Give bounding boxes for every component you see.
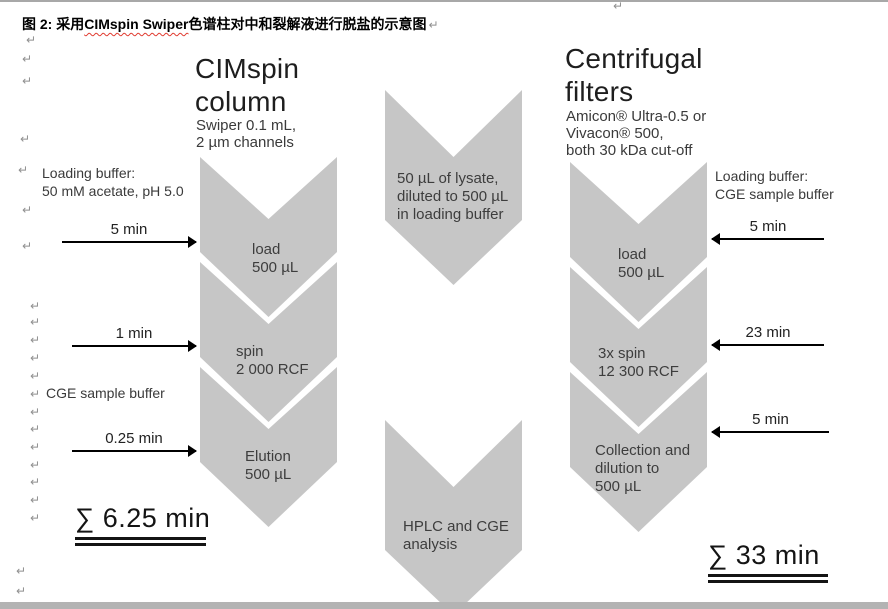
total-time-centrifugal: ∑ 33 min: [708, 540, 828, 583]
loading-buffer-note-left: Loading buffer: 50 mM acetate, pH 5.0: [42, 165, 184, 199]
chevron-centrifugal-load: load 500 µL: [570, 162, 707, 322]
paragraph-mark: ↵: [18, 163, 29, 177]
paragraph-mark: ↵: [16, 564, 27, 578]
paragraph-mark: ↵: [26, 33, 37, 47]
total-time-cimspin: ∑ 6.25 min: [75, 503, 211, 546]
step-label: Collection and dilution to 500 µL: [595, 442, 691, 495]
time-label: 5 min: [749, 218, 787, 235]
paragraph-mark: ↵: [428, 18, 439, 32]
paragraph-mark: ↵: [30, 351, 41, 365]
chevron-shape: [200, 367, 337, 527]
cimspin-subheading: Swiper 0.1 mL, 2 µm channels: [196, 117, 297, 151]
loading-buffer-note-right: Loading buffer: CGE sample buffer: [715, 168, 834, 202]
arrow-spin-time-right: 23 min: [711, 324, 824, 351]
page-edge-top: [0, 0, 888, 2]
underline: [75, 537, 206, 540]
arrowhead-right-icon: [188, 236, 197, 248]
arrow-line: [72, 340, 197, 352]
cimspin-heading: CIMspin column: [195, 53, 300, 117]
step-label: load 500 µL: [252, 241, 299, 276]
total-time-text: ∑ 33 min: [708, 540, 820, 570]
centrifugal-heading: Centrifugal filters: [565, 43, 703, 107]
paragraph-mark: ↵: [20, 132, 31, 146]
paragraph-mark: ↵: [16, 584, 27, 598]
caption-spellcheck-flagged-text: CIMspin Swiper: [84, 16, 189, 32]
arrowhead-right-icon: [188, 445, 197, 457]
paragraph-mark: ↵: [22, 239, 33, 253]
arrowhead-left-icon: [711, 339, 720, 351]
chevron-shape: [200, 157, 337, 317]
time-label: 23 min: [745, 324, 791, 341]
step-label: Elution 500 µL: [245, 448, 292, 483]
chevron-cimspin-load: load 500 µL: [200, 157, 337, 317]
time-label: 0.25 min: [105, 430, 163, 447]
paragraph-mark: ↵: [22, 52, 33, 66]
chevron-cimspin-elution: Elution 500 µL: [200, 367, 337, 527]
arrow-line: [62, 236, 197, 248]
arrow-collection-time-right: 5 min: [711, 411, 829, 438]
time-label: 5 min: [752, 411, 789, 428]
paragraph-mark: ↵: [30, 333, 41, 347]
arrow-line: [72, 445, 197, 457]
chevron-shape: [385, 420, 522, 609]
paragraph-mark: ↵: [30, 458, 41, 472]
underline: [708, 574, 828, 577]
paragraph-mark: ↵: [30, 475, 41, 489]
chevron-shape: [200, 262, 337, 422]
lysate-input-label: 50 µL of lysate, diluted to 500 µL in lo…: [397, 170, 509, 223]
caption-text-before: 图 2: 采用: [22, 16, 85, 32]
paragraph-mark: ↵: [30, 299, 41, 313]
paragraph-mark: ↵: [30, 405, 41, 419]
caption-text-after: 色谱柱对中和裂解液进行脱盐的示意图: [188, 16, 427, 32]
chevron-shape: [385, 90, 522, 285]
step-label: load 500 µL: [618, 246, 665, 281]
cge-buffer-note: CGE sample buffer: [46, 385, 165, 401]
step-label: 3x spin 12 300 RCF: [598, 345, 679, 380]
arrow-spin-time-left: 1 min: [72, 325, 197, 352]
chevron-cimspin-spin: spin 2 000 RCF: [200, 262, 337, 422]
chevron-shape: [570, 162, 707, 322]
arrow-load-time-right: 5 min: [711, 218, 824, 245]
paragraph-mark: ↵: [30, 387, 41, 401]
paragraph-mark: ↵: [30, 511, 41, 525]
time-label: 1 min: [115, 325, 153, 342]
chevron-shape: [570, 267, 707, 427]
arrowhead-right-icon: [188, 340, 197, 352]
paragraph-mark: ↵: [30, 493, 41, 507]
chevron-lysate-input: 50 µL of lysate, diluted to 500 µL in lo…: [385, 90, 522, 285]
underline: [75, 543, 206, 546]
chevron-centrifugal-spin: 3x spin 12 300 RCF: [570, 267, 707, 427]
chevron-analysis-output: HPLC and CGE analysis: [385, 420, 522, 609]
arrow-line: [711, 233, 824, 245]
paragraph-mark: ↵: [30, 422, 41, 436]
paragraph-mark: ↵: [613, 0, 624, 13]
paragraph-mark: ↵: [30, 440, 41, 454]
arrow-elution-time-left: 0.25 min: [72, 430, 197, 457]
arrow-line: [711, 339, 824, 351]
chevron-shape: [570, 372, 707, 532]
paragraph-mark: ↵: [30, 315, 41, 329]
page-edge-bottom: [0, 602, 888, 609]
chevron-centrifugal-collection: Collection and dilution to 500 µL: [570, 372, 707, 532]
arrowhead-left-icon: [711, 233, 720, 245]
total-time-text: ∑ 6.25 min: [75, 503, 211, 533]
time-label: 5 min: [110, 221, 148, 238]
step-label: spin 2 000 RCF: [236, 343, 309, 378]
centrifugal-subheading: Amicon® Ultra-0.5 or Vivacon® 500, both …: [566, 108, 707, 159]
paragraph-mark: ↵: [22, 203, 33, 217]
arrow-line: [711, 426, 829, 438]
paragraph-mark: ↵: [22, 74, 33, 88]
paragraph-mark: ↵: [30, 369, 41, 383]
figure-caption: 图 2: 采用CIMspin Swiper色谱柱对中和裂解液进行脱盐的示意图↵: [22, 14, 439, 34]
underline: [708, 580, 828, 583]
arrow-load-time-left: 5 min: [62, 221, 197, 248]
arrowhead-left-icon: [711, 426, 720, 438]
analysis-output-label: HPLC and CGE analysis: [403, 518, 509, 553]
